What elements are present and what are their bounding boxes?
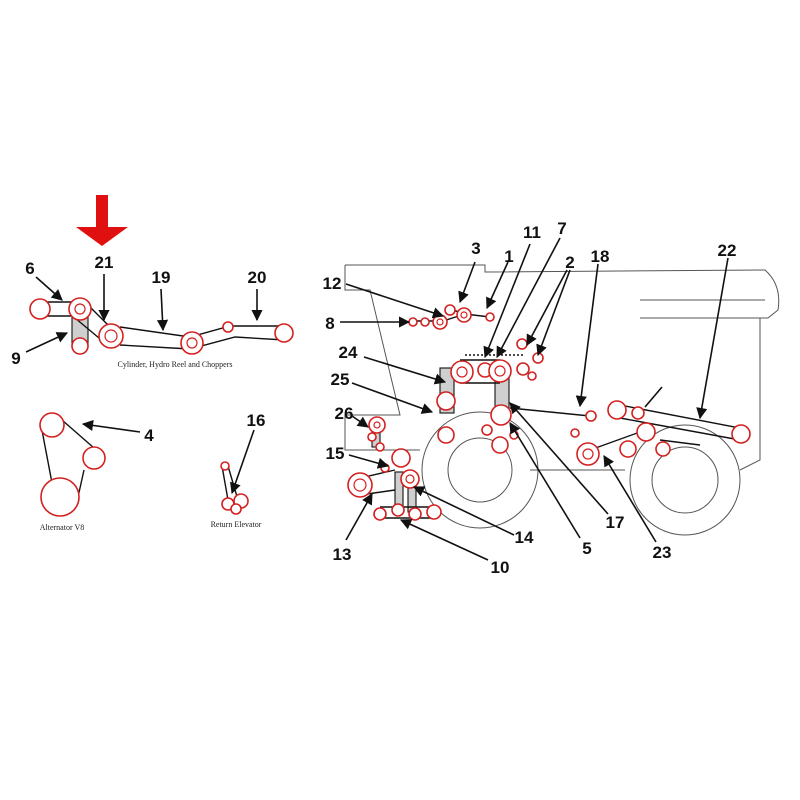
highlight-arrow — [76, 195, 128, 246]
callout-20: 20 — [248, 268, 267, 287]
callout-2: 2 — [565, 253, 574, 272]
callout-13: 13 — [333, 545, 352, 564]
callout-8: 8 — [325, 314, 334, 333]
callout-3: 3 — [471, 239, 480, 258]
callout-5: 5 — [582, 539, 591, 558]
callout-17: 17 — [606, 513, 625, 532]
callout-25: 25 — [331, 370, 350, 389]
callout-16: 16 — [247, 411, 266, 430]
callout-18: 18 — [591, 247, 610, 266]
callout-6: 6 — [25, 259, 34, 278]
callout-12: 12 — [323, 274, 342, 293]
callout-arrows — [25, 237, 729, 561]
callout-9: 9 — [11, 349, 20, 368]
callout-21: 21 — [95, 253, 114, 272]
callout-4: 4 — [144, 426, 154, 445]
alternator-belt-group: Alternator V8 — [39, 412, 106, 532]
callout-labels: 6 21 19 20 9 4 16 12 8 3 1 11 7 2 18 22 … — [11, 219, 736, 577]
caption-alternator: Alternator V8 — [40, 523, 85, 532]
callout-22: 22 — [718, 241, 737, 260]
callout-10: 10 — [491, 558, 510, 577]
caption-cylinder: Cylinder, Hydro Reel and Choppers — [118, 360, 233, 369]
combine-belts — [347, 304, 751, 521]
callout-14: 14 — [515, 528, 534, 547]
callout-15: 15 — [326, 444, 345, 463]
callout-1: 1 — [504, 247, 513, 266]
callout-7: 7 — [557, 219, 566, 238]
cylinder-belt-group: Cylinder, Hydro Reel and Choppers — [29, 297, 294, 369]
callout-24: 24 — [339, 343, 358, 362]
caption-return-elevator: Return Elevator — [211, 520, 262, 529]
callout-23: 23 — [653, 543, 672, 562]
return-elevator-group: Return Elevator — [211, 461, 262, 529]
callout-26: 26 — [335, 404, 354, 423]
callout-11: 11 — [523, 223, 541, 242]
callout-19: 19 — [152, 268, 171, 287]
